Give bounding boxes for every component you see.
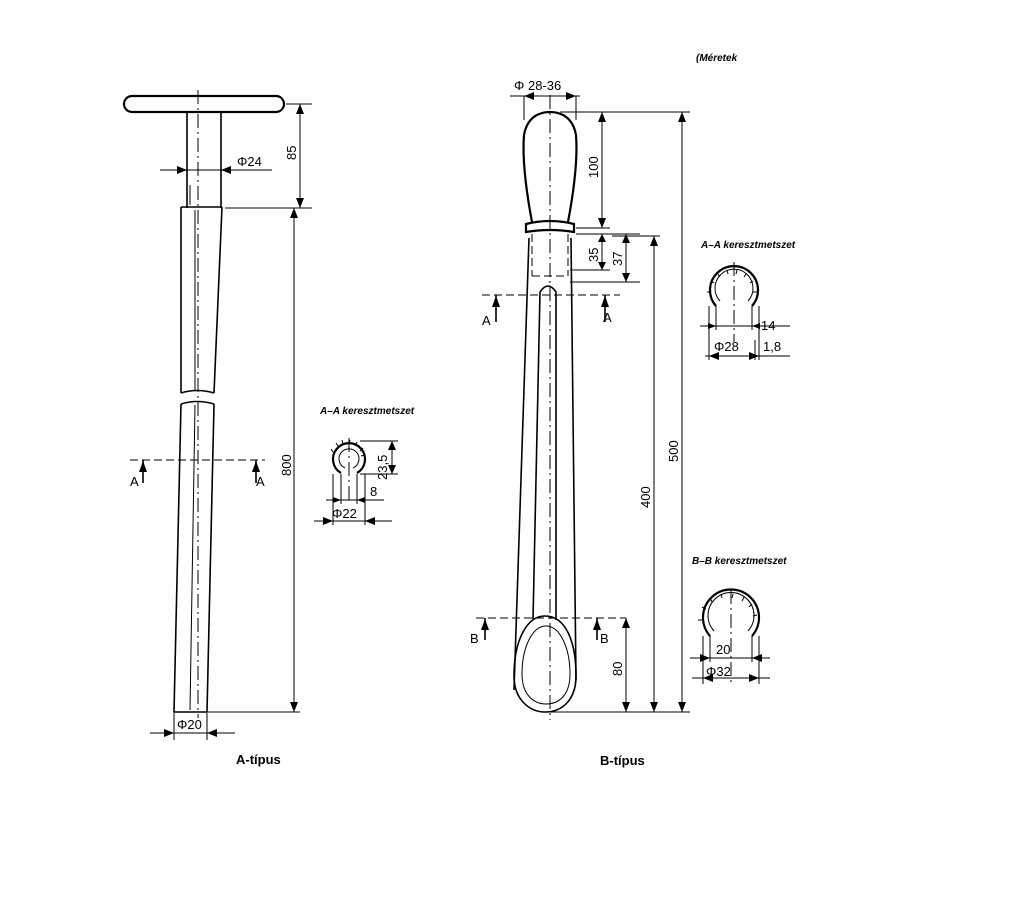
type-b-dim-total-len: 500 — [666, 112, 686, 712]
type-b-section-a-dim-dia: Φ28 — [714, 339, 739, 354]
type-b-section-marker-a-right: A — [603, 310, 612, 325]
type-a-dim-handle-len-label: 85 — [284, 146, 299, 160]
type-b-tip — [513, 615, 577, 713]
type-a-section-dim-height: 23,5 — [375, 455, 390, 480]
type-b-section-b-title: B–B keresztmetszet — [692, 556, 787, 567]
type-b-dim-tip-len: 80 — [548, 618, 690, 713]
type-b-dim-handle-len-label: 100 — [586, 156, 601, 178]
type-b-section-marker-b-right: B — [600, 631, 609, 646]
type-b-section-line-a: A A — [482, 294, 620, 328]
type-b-cross-section-a: A–A keresztmetszet 14 Φ28 1,8 — [700, 240, 796, 360]
type-b-dim-collar-2: 37 — [570, 234, 640, 283]
type-a-dim-handle-dia-label: Φ24 — [237, 154, 262, 169]
type-b-dim-handle-len: 100 — [560, 111, 690, 229]
type-b-section-marker-a-left: A — [482, 313, 491, 328]
type-a-probe: Φ24 85 800 Φ20 A A — [122, 90, 312, 767]
type-b-blade — [513, 237, 577, 691]
type-b-dim-handle-dia-label: Φ 28-36 — [514, 78, 561, 93]
type-a-t-handle — [122, 94, 286, 114]
type-b-dim-handle-dia: Φ 28-36 — [510, 78, 580, 120]
type-a-section-dim-slot: 8 — [370, 484, 377, 499]
type-a-section-title: A–A keresztmetszet — [319, 406, 415, 417]
type-b-dim-total-len-label: 500 — [666, 440, 681, 462]
type-b-cross-section-b: B–B keresztmetszet 20 Φ32 — [690, 556, 787, 684]
type-a-section-marker-left: A — [130, 474, 139, 489]
type-a-cross-section: A–A keresztmetszet 23,5 8 Φ22 — [314, 406, 415, 525]
type-b-section-marker-b-left: B — [470, 631, 479, 646]
type-a-dim-total-len: 800 — [208, 208, 300, 713]
type-b-section-a-dim-wall: 1,8 — [763, 339, 781, 354]
type-a-dim-tip-dia: Φ20 — [150, 712, 235, 740]
type-a-dim-tip-dia-label: Φ20 — [177, 717, 202, 732]
type-a-upper-stem — [186, 112, 222, 208]
type-b-dim-collar-1-label: 35 — [586, 248, 601, 262]
type-b-dim-blade-len-label: 400 — [638, 486, 653, 508]
type-a-rod-lower — [173, 403, 215, 713]
type-b-dim-collar-1: 35 — [570, 233, 640, 271]
type-b-dim-tip-len-label: 80 — [610, 662, 625, 676]
type-a-section-dim-dia: Φ22 — [332, 506, 357, 521]
type-b-handle — [522, 110, 578, 223]
type-b-section-b-dim-dia: Φ32 — [706, 664, 731, 679]
type-a-caption: A-típus — [236, 752, 281, 767]
type-a-dim-handle-dia: Φ24 — [160, 154, 272, 174]
type-b-section-b-dim-slot: 20 — [716, 642, 730, 657]
type-b-handle-base — [524, 219, 576, 234]
type-a-dim-handle-len: 85 — [225, 103, 312, 209]
type-a-break — [180, 389, 215, 405]
type-b-dim-collar-2-label: 37 — [610, 252, 625, 266]
type-b-dim-blade-len: 400 — [612, 235, 660, 712]
type-a-section-marker-right: A — [256, 474, 265, 489]
type-a-rod-upper — [180, 206, 223, 394]
units-note: (Méretek — [696, 53, 738, 64]
type-b-probe: (Méretek Φ 28-36 100 — [470, 53, 738, 768]
type-b-section-line-b: B B — [470, 617, 626, 646]
type-b-caption: B-típus — [600, 753, 645, 768]
type-b-groove — [532, 285, 557, 621]
type-b-section-a-title: A–A keresztmetszet — [700, 240, 796, 251]
type-a-dim-total-len-label: 800 — [279, 454, 294, 476]
type-b-section-a-dim-slot: 14 — [761, 318, 775, 333]
type-a-section-line: A A — [130, 459, 265, 489]
